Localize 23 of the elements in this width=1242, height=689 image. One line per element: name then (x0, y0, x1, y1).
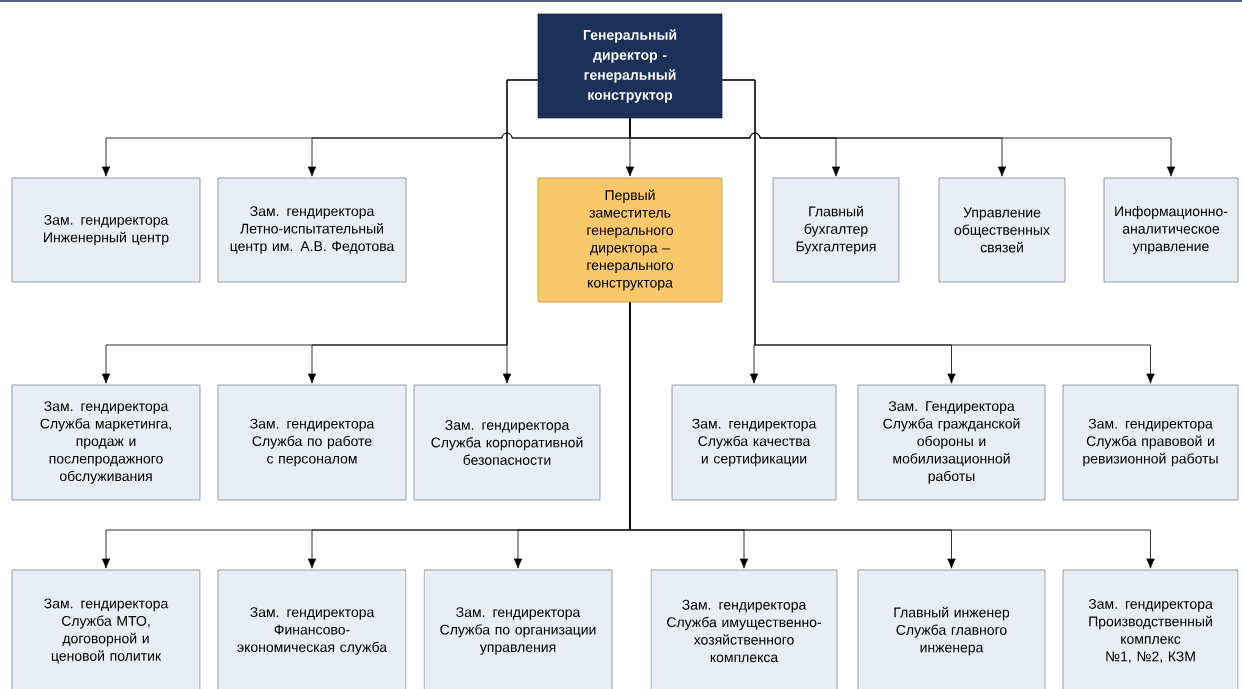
department-box: Зам. гендиректора Инженерный центр (11, 177, 201, 283)
connector-arrow (629, 117, 1176, 177)
department-box: Информационно-аналитическое управление (1103, 177, 1239, 283)
connector-arrow (629, 301, 1155, 569)
connector-arrow (721, 79, 1155, 384)
department-box: Зам. гендиректора Летно-испытательный центр им. А.В. Федотова (217, 177, 407, 283)
department-box: Зам. гендиректора Служба маркетинга, продаж и послепродажного обслуживания (11, 384, 201, 501)
connector-arrow (502, 79, 539, 384)
department-box: Зам. гендиректора Служба правовой и ревизионной работы (1062, 384, 1239, 501)
deputy-box: Первый заместитель генерального директора – генерального конструктора (537, 177, 723, 303)
department-box: Зам. Гендиректора Служба гражданской обороны и мобилизационной работы (857, 384, 1046, 501)
department-box: Зам. гендиректора Производственный комплекс №1, №2, КЗМ (1062, 569, 1239, 689)
department-box: Управление общественных связей (938, 177, 1066, 283)
department-box: Зам. гендиректора Служба имущественно-хозяйственного комплекса (650, 569, 838, 689)
department-box: Главный инженер Служба главного инженера (857, 569, 1046, 689)
department-box: Зам. гендиректора Финансово-экономическая служба (217, 569, 407, 689)
department-box: Зам. гендиректора Служба по работе с персоналом (217, 384, 407, 501)
department-box: Зам. гендиректора Служба по организации управления (423, 569, 613, 689)
department-box: Зам. гендиректора Служба качества и сертификации (671, 384, 837, 501)
department-box: Зам. гендиректора Служба МТО, договорной и ценовой политик (11, 569, 201, 689)
director-box: Генеральный директор - генеральный конструктор (537, 13, 723, 119)
department-box: Главный бухгалтер Бухгалтерия (772, 177, 900, 283)
department-box: Зам. гендиректора Служба корпоративной безопасности (413, 384, 601, 501)
